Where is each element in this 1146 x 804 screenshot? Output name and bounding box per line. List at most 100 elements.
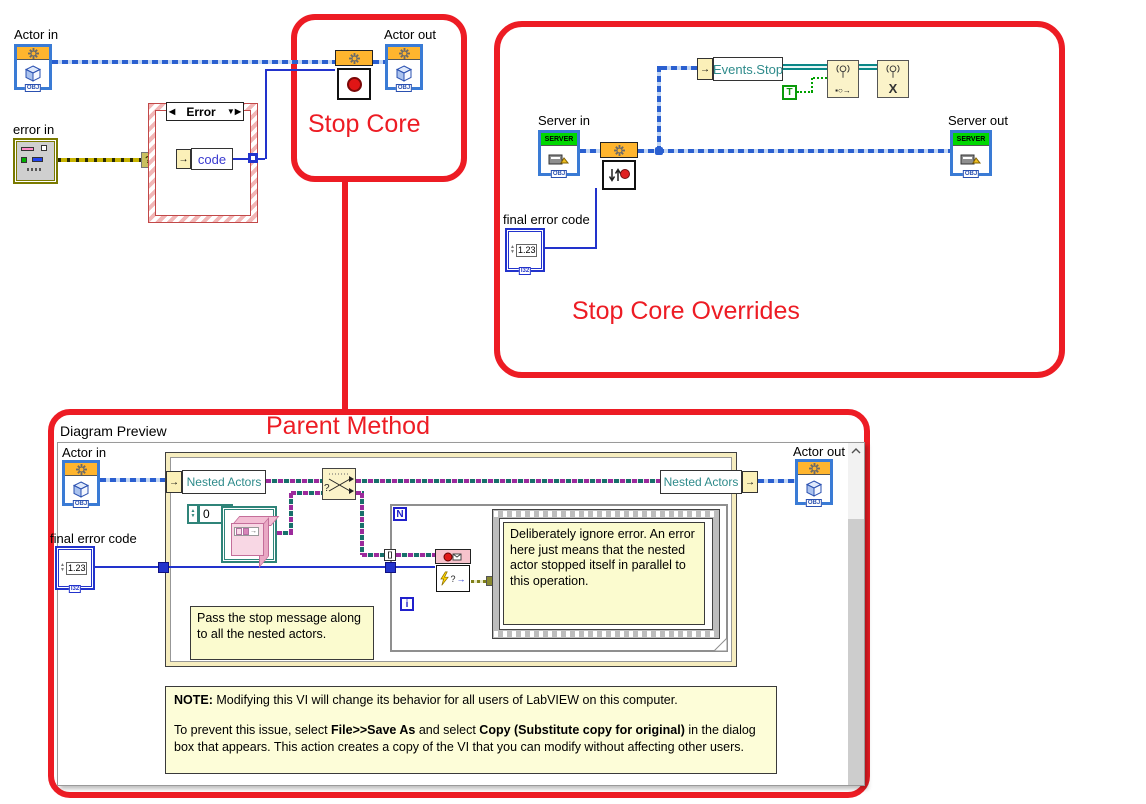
boolean-wire xyxy=(811,78,813,92)
collection-wire xyxy=(356,479,660,483)
actor-in-terminal: OBJ xyxy=(14,44,52,92)
actor-in-terminal: OBJ xyxy=(62,460,100,508)
loop-index-terminal: i xyxy=(400,597,414,611)
obj-tag: OBJ xyxy=(72,500,90,508)
class-wire xyxy=(373,60,385,64)
annotation-connector-line xyxy=(342,180,348,411)
collection-wire xyxy=(266,479,322,483)
gear-icon xyxy=(798,462,830,475)
server-in-label: Server in xyxy=(538,113,591,128)
next-case-icon: ▶ xyxy=(234,107,241,116)
final-error-code-terminal: ▲▼ 1.23 I32 xyxy=(55,546,95,593)
send-message-icon: ? → xyxy=(436,565,470,592)
actor-out-label: Actor out xyxy=(793,444,846,459)
loop-corner-fold xyxy=(714,638,727,651)
error-tunnel xyxy=(158,562,169,573)
actor-in-label: Actor in xyxy=(62,445,107,460)
loop-count-terminal: N xyxy=(393,507,407,521)
numeric-value: 1.23 xyxy=(515,243,538,257)
obj-tag: OBJ xyxy=(550,170,568,178)
destroy-x-icon: X xyxy=(888,81,898,96)
message-class-constant: → xyxy=(221,506,280,568)
note-comment: NOTE: Modifying this VI will change its … xyxy=(165,686,777,774)
stop-core-title: Stop Core xyxy=(308,110,421,138)
obj-tag: OBJ xyxy=(395,84,413,92)
class-wire xyxy=(638,149,950,153)
server-banner: SERVER xyxy=(953,133,989,146)
collection-wire xyxy=(362,553,386,557)
gear-icon xyxy=(17,47,49,60)
i32-tag: I32 xyxy=(68,585,82,593)
call-parent-stop-core-subvi xyxy=(600,142,638,190)
send-notification-node: ▪○→ xyxy=(827,60,859,98)
spinner-icon: ▲▼ xyxy=(510,244,515,255)
unbundle-code: code xyxy=(191,148,233,170)
class-cube-icon xyxy=(798,475,830,503)
scrollbar-up-button[interactable] xyxy=(848,443,864,459)
stop-core-overrides-title: Stop Core Overrides xyxy=(572,297,800,325)
for-loop xyxy=(390,504,728,652)
send-notification-glyph: ▪○→ xyxy=(835,86,851,95)
gear-icon xyxy=(600,142,638,158)
prev-case-icon: ◀ xyxy=(169,107,176,116)
send-stop-message-subvi: ? → xyxy=(435,549,471,592)
spinner-icon: ▲▼ xyxy=(60,562,65,573)
server-out-terminal: SERVER OBJ xyxy=(950,130,992,178)
gear-icon xyxy=(388,47,420,60)
boolean-wire xyxy=(813,77,827,79)
call-parent-icon xyxy=(602,160,636,190)
numeric-wire xyxy=(265,69,335,71)
final-error-code-label: final error code xyxy=(503,212,590,227)
error-tunnel xyxy=(385,562,396,573)
gear-icon xyxy=(335,50,373,66)
error-wire xyxy=(471,580,488,583)
case-output-tunnel xyxy=(248,153,258,163)
stop-core-overrides-annotation-box xyxy=(494,21,1065,378)
collection-wire xyxy=(360,493,364,555)
dropdown-icon: ▼ xyxy=(226,107,235,116)
numeric-wire xyxy=(545,247,597,249)
unbundle-nested-actors: Nested Actors xyxy=(182,470,266,494)
class-wire xyxy=(100,478,166,482)
wire-junction xyxy=(655,147,663,155)
error-in-label: error in xyxy=(13,122,55,137)
stop-button-icon xyxy=(337,68,371,100)
bundle-nested-actors: Nested Actors xyxy=(660,470,742,494)
stop-message-icon xyxy=(435,549,471,564)
parent-method-title: Parent Method xyxy=(266,412,430,440)
numeric-wire xyxy=(169,566,386,568)
unbundle-events-stop: Events.Stop xyxy=(713,57,783,81)
actor-out-label: Actor out xyxy=(384,27,437,42)
server-out-label: Server out xyxy=(948,113,1008,128)
spinner-icon: ▲▼ xyxy=(187,504,199,524)
ignore-error-comment: Deliberately ignore error. An error here… xyxy=(503,522,705,625)
unbundle-arrow-icon: → xyxy=(166,471,182,493)
obj-tag: OBJ xyxy=(962,170,980,178)
unbundle-arrow-icon: → xyxy=(697,58,713,80)
svg-text:?: ? xyxy=(324,483,330,494)
notifier-antenna-icon xyxy=(836,64,850,78)
diagram-preview-label: Diagram Preview xyxy=(60,423,167,439)
note-line-2: To prevent this issue, select File>>Save… xyxy=(174,723,756,754)
error-cluster-icon xyxy=(16,141,55,181)
actor-in-label: Actor in xyxy=(14,27,59,42)
stop-core-subvi xyxy=(335,50,373,100)
auto-index-tunnel: [] xyxy=(384,549,396,561)
chevron-up-icon xyxy=(851,448,861,454)
notifier-wire xyxy=(783,64,827,70)
numeric-wire xyxy=(265,69,267,159)
stop-core-annotation-box xyxy=(291,14,467,182)
class-wire xyxy=(580,149,600,153)
class-wire xyxy=(657,66,661,149)
scrollbar-thumb[interactable] xyxy=(848,519,864,785)
collection-wire xyxy=(291,491,322,495)
numeric-wire xyxy=(396,566,435,568)
actor-out-terminal: OBJ xyxy=(795,459,833,507)
case-selector-value: Error xyxy=(186,104,216,119)
numeric-wire xyxy=(595,188,597,249)
class-cube-icon xyxy=(17,60,49,88)
class-wire xyxy=(52,60,337,64)
release-notifier-node: X xyxy=(877,60,909,98)
server-banner: SERVER xyxy=(541,133,577,146)
